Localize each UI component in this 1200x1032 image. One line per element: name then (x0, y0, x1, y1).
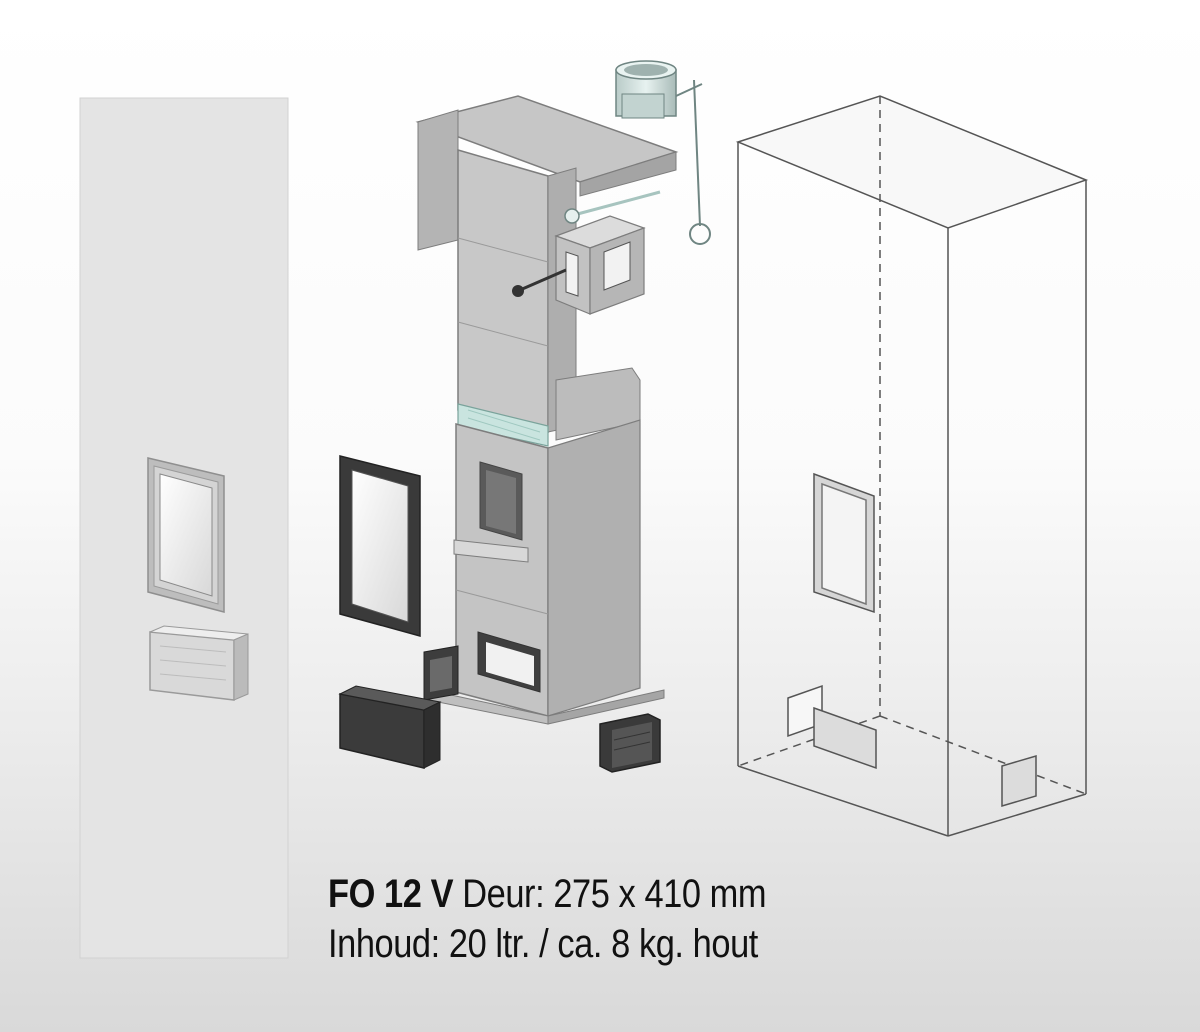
insulation-ring (457, 403, 549, 447)
panel-door-frame (147, 457, 225, 613)
enclosure-door-opening (813, 472, 875, 614)
ash-pit-block (423, 645, 459, 701)
combustion-chamber (427, 419, 665, 725)
caption-line-door: FO 12 V Deur: 275 x 410 mm (328, 870, 878, 918)
finished-front-panel (79, 97, 289, 959)
stove-door (339, 455, 421, 637)
capacity-text: Inhoud: 20 ltr. / ca. 8 kg. hout (328, 922, 758, 966)
enclosure-wireframe (735, 95, 1089, 837)
caption-line-capacity: Inhoud: 20 ltr. / ca. 8 kg. hout (328, 920, 878, 968)
model-name: FO 12 V (328, 872, 454, 916)
exploded-stove-core (338, 60, 711, 773)
panel-air-inlet (149, 625, 249, 701)
air-grille (599, 713, 661, 773)
air-inlet-box (338, 685, 442, 769)
door-size: Deur: 275 x 410 mm (462, 872, 767, 916)
flue-pipe (615, 60, 711, 245)
enclosure-air-openings (787, 684, 1037, 808)
top-cover-slab (415, 95, 679, 251)
damper-lever (512, 268, 567, 297)
damper-box (554, 190, 661, 315)
